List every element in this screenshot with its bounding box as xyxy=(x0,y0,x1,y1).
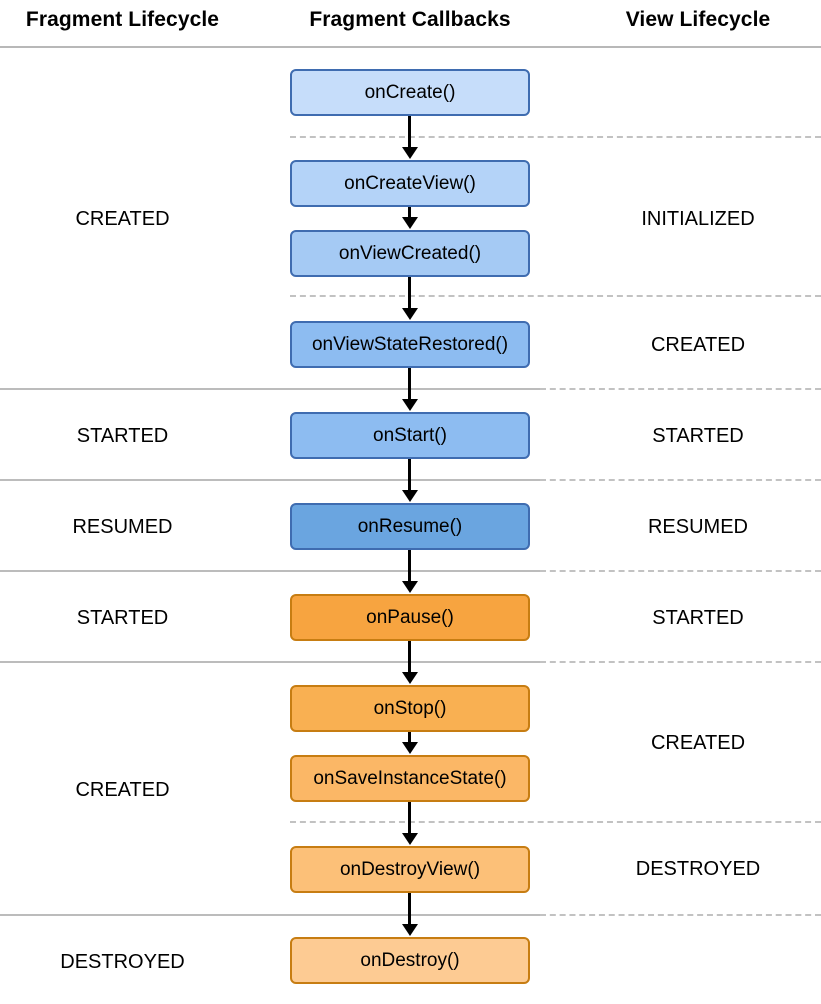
divider-line xyxy=(540,570,821,572)
flow-arrow-icon xyxy=(408,732,411,743)
callback-label: onStop() xyxy=(373,697,447,719)
view-state-label: STARTED xyxy=(652,425,744,447)
fragment-state-label: DESTROYED xyxy=(60,951,185,973)
callback-label: onStart() xyxy=(373,424,447,446)
divider-line xyxy=(0,388,540,390)
callback-label: onViewCreated() xyxy=(338,242,482,264)
divider-line xyxy=(540,914,821,916)
fragment-state-label: STARTED xyxy=(76,425,169,447)
callback-box-on-create-view[interactable]: onCreateView() xyxy=(290,160,530,207)
callback-label: onCreateView() xyxy=(344,172,476,194)
view-state-label: CREATED xyxy=(650,334,746,356)
callback-label: onResume() xyxy=(357,515,463,537)
flow-arrow-icon xyxy=(408,277,411,309)
callback-label: onDestroy() xyxy=(360,949,460,971)
callback-label: onPause() xyxy=(366,606,454,628)
divider-line xyxy=(0,914,540,916)
view-state-label: STARTED xyxy=(652,607,744,629)
flow-arrow-icon xyxy=(408,641,411,673)
divider-line xyxy=(290,136,821,138)
header-view-lifecycle: View Lifecycle xyxy=(625,8,771,31)
flow-arrow-icon xyxy=(408,802,411,834)
header-fragment-callbacks: Fragment Callbacks xyxy=(309,8,511,31)
divider-line xyxy=(290,821,821,823)
divider-line xyxy=(0,570,540,572)
callback-label: onCreate() xyxy=(364,81,456,103)
view-state-label: CREATED xyxy=(650,732,746,754)
flow-arrow-icon xyxy=(408,116,411,148)
divider-line xyxy=(540,661,821,663)
callback-box-on-view-created[interactable]: onViewCreated() xyxy=(290,230,530,277)
callback-box-on-save-instance-state[interactable]: onSaveInstanceState() xyxy=(290,755,530,802)
flow-arrow-icon xyxy=(408,550,411,582)
divider-line xyxy=(0,661,540,663)
callback-box-on-stop[interactable]: onStop() xyxy=(290,685,530,732)
fragment-state-label: CREATED xyxy=(75,779,170,801)
fragment-state-label: RESUMED xyxy=(72,516,173,538)
callback-label: onDestroyView() xyxy=(339,858,481,880)
fragment-state-label: STARTED xyxy=(76,607,169,629)
flow-arrow-icon xyxy=(408,368,411,400)
callback-box-on-destroy-view[interactable]: onDestroyView() xyxy=(290,846,530,893)
divider-line xyxy=(540,388,821,390)
view-state-label: DESTROYED xyxy=(635,858,761,880)
callback-box-on-view-state-restored[interactable]: onViewStateRestored() xyxy=(290,321,530,368)
callback-box-on-resume[interactable]: onResume() xyxy=(290,503,530,550)
callback-box-on-pause[interactable]: onPause() xyxy=(290,594,530,641)
flow-arrow-icon xyxy=(408,207,411,218)
column-headers: Fragment Lifecycle Fragment Callbacks Vi… xyxy=(0,0,821,47)
callback-label: onSaveInstanceState() xyxy=(313,767,507,789)
divider-line xyxy=(290,295,821,297)
flow-arrow-icon xyxy=(408,459,411,491)
callback-box-on-start[interactable]: onStart() xyxy=(290,412,530,459)
flow-arrow-icon xyxy=(408,893,411,925)
divider-line xyxy=(0,479,540,481)
header-fragment-lifecycle: Fragment Lifecycle xyxy=(25,8,220,31)
callback-box-on-create[interactable]: onCreate() xyxy=(290,69,530,116)
header-rule xyxy=(0,46,821,48)
view-state-label: RESUMED xyxy=(647,516,748,538)
divider-line xyxy=(540,479,821,481)
view-state-label: INITIALIZED xyxy=(641,208,755,230)
callback-box-on-destroy[interactable]: onDestroy() xyxy=(290,937,530,984)
fragment-state-label: CREATED xyxy=(75,208,170,230)
callback-label: onViewStateRestored() xyxy=(311,333,509,355)
